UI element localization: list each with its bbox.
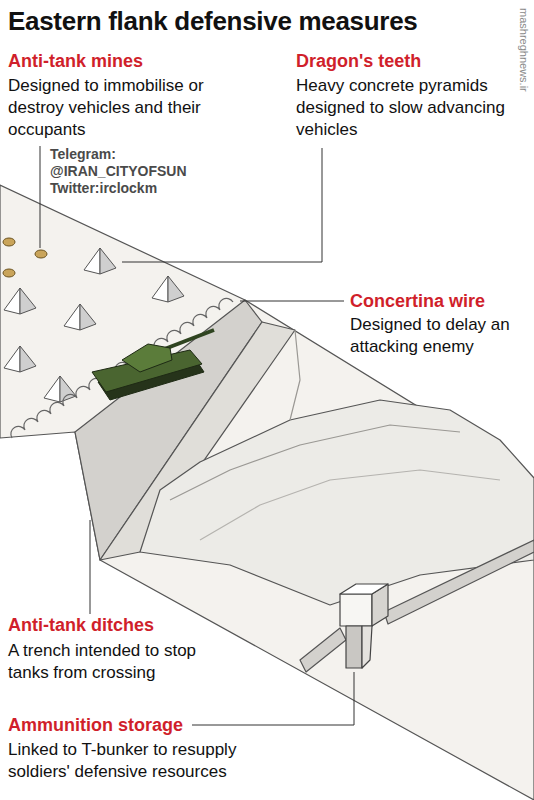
pyramid — [4, 288, 20, 314]
watermark: mashreghnews.ir — [517, 8, 530, 92]
pyramid — [20, 288, 36, 314]
pyramid — [20, 346, 36, 372]
watermark: Telegram: @IRAN_CITYOFSUN Twitter:ircloc… — [50, 146, 200, 197]
leader-line — [40, 146, 41, 248]
bunker-front — [340, 594, 372, 626]
pyramid — [84, 248, 100, 274]
mine — [3, 269, 15, 277]
pyramid — [64, 304, 80, 330]
callout-heading: Anti-tank ditches — [8, 614, 154, 636]
callout-heading: Concertina wire — [350, 290, 485, 312]
callout-text: A trench intended to stop tanks from cro… — [8, 640, 223, 684]
trench — [384, 540, 534, 624]
leader-lines — [40, 146, 354, 725]
concertina-wire — [11, 298, 233, 438]
pyramid — [44, 376, 60, 402]
bunker-roof — [340, 584, 388, 594]
pyramid — [168, 276, 184, 302]
callout-text: Linked to T-bunker to resupply soldiers'… — [8, 739, 298, 783]
leader-line — [192, 672, 354, 725]
terrain — [0, 185, 534, 800]
mine — [35, 250, 47, 258]
callout-heading: Anti-tank mines — [8, 50, 143, 72]
pyramid — [152, 276, 168, 302]
leader-line — [90, 520, 91, 614]
callout-text: Designed to immobilise or destroy vehicl… — [8, 75, 253, 141]
mound-ridge — [170, 425, 460, 500]
pyramid — [80, 304, 96, 330]
bunker-shaft — [346, 626, 362, 668]
ground-block — [0, 185, 534, 800]
callout-text: Heavy concrete pyramids designed to slow… — [296, 75, 511, 141]
tank-turret — [122, 344, 172, 372]
trench — [300, 628, 346, 672]
mound-crease — [290, 330, 300, 420]
callout-heading: Dragon's teeth — [296, 50, 421, 72]
title: Eastern flank defensive measures — [8, 6, 418, 36]
mine — [3, 238, 15, 246]
tank — [92, 330, 214, 400]
bunker-shaft-side — [362, 626, 372, 668]
ammunition-bunker — [340, 584, 388, 668]
pyramid — [100, 248, 116, 274]
pyramid — [4, 346, 20, 372]
mound-ridge — [200, 470, 500, 540]
callout-heading: Ammunition storage — [8, 714, 183, 736]
tank-barrel — [162, 330, 214, 350]
callout-text: Designed to delay an attacking enemy — [350, 314, 518, 358]
pyramid — [60, 376, 76, 402]
leader-line — [240, 301, 344, 302]
